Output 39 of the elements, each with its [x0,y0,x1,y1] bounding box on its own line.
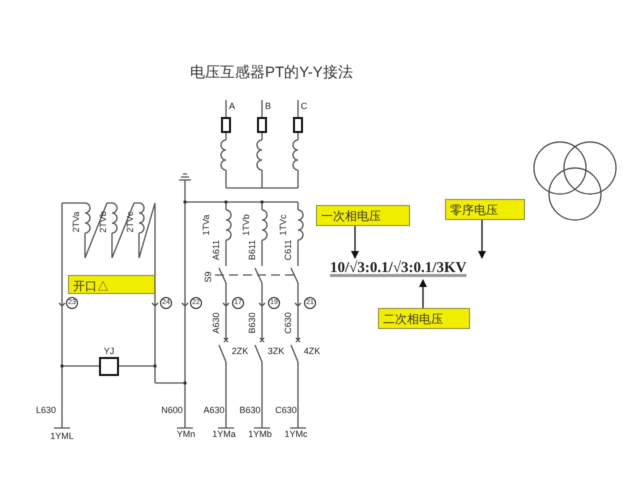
callout-box: 一次相电压 [316,205,410,226]
terminal-label: N600 [161,405,183,415]
terminal-label: YMn [176,429,196,439]
component-label: A630 [211,312,221,334]
terminal-label: A [229,101,235,111]
arrow [351,226,359,259]
terminal-label: 3ZK [268,346,284,356]
terminal-label: YJ [104,346,114,356]
arrow [478,220,486,259]
component-label: B630 [247,312,257,334]
terminal-label: C [300,101,308,111]
component-label: 2TVa [71,212,81,232]
terminal-label: 1YMc [284,429,308,439]
terminal-label: 2ZK [232,346,248,356]
component-label: 2TVb [98,211,108,233]
terminal-label: 1YMa [212,429,236,439]
diagram-title: 电压互感器PT的Y-Y接法 [190,64,353,82]
terminal-label: C630 [275,405,297,415]
terminal-label: 4ZK [304,346,320,356]
component-label: B611 [247,240,257,260]
terminal-label: L630 [36,405,56,415]
component-label: A611 [211,240,221,260]
component-label: 1TVa [201,214,211,236]
component-label: S9 [203,272,213,282]
terminal-label: 1YMb [248,429,272,439]
component-label: C630 [283,312,293,334]
component-label: C611 [283,240,293,260]
component-label: 2TVc [125,212,135,232]
callout-box: 开口△ [68,275,155,294]
arrow [419,279,427,308]
component-label: 1TVc [278,214,288,236]
ratio-text: 10/√3:0.1/√3:0.1/3KV [330,258,510,280]
terminal-label: B630 [239,405,261,415]
callout-box: 零序电压 [445,199,525,220]
component-label: 1TVb [241,214,251,236]
terminal-label: 1YML [50,431,74,441]
terminal-label: B [265,101,271,111]
callout-box: 二次相电压 [378,308,470,329]
terminal-label: A630 [203,405,225,415]
